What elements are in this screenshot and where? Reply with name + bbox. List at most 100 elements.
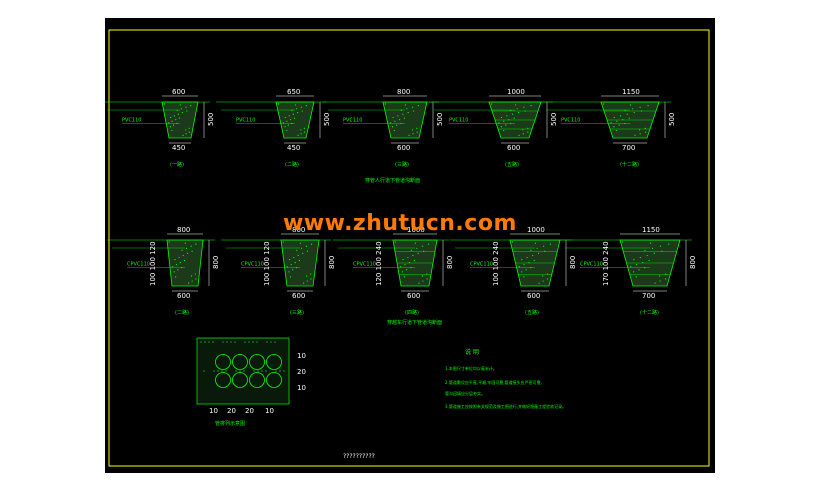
pipe-label: CPVC110 [241,262,264,268]
detail-fill-dot [203,370,205,372]
fill-dot [530,105,532,107]
dim-height: 500 [207,113,215,126]
fill-dot [526,256,528,259]
fill-dot [498,122,500,124]
fill-dot [500,126,503,128]
fill-dot [514,104,517,106]
detail-fill-dot [225,370,227,372]
pipe-circle [249,354,265,370]
fill-dot [613,116,615,119]
notes-heading: 说 明 [465,348,479,356]
fill-dot [286,120,288,122]
fill-dot [300,106,302,108]
fill-dot [610,122,612,124]
fill-dot [384,103,387,105]
fill-dot [297,112,299,114]
fill-dot [188,127,190,129]
detail-fill-dot [265,370,267,372]
fill-dot [659,280,661,282]
fill-dot [414,242,416,244]
fill-dot [522,129,524,131]
fill-dot [644,127,646,129]
dim-bottom-width: 450 [287,144,300,152]
fill-dot [619,115,622,117]
fill-dot [665,278,667,280]
trench-outline [382,101,428,139]
pipe-layout-detail: 10 20 10 10 20 20 10 管排列示意图 [196,337,306,427]
pipe-label: CPVC110 [127,262,150,268]
detail-fill-dot [266,341,268,343]
dim-top-width: 1000 [507,88,525,96]
fill-dot [394,120,396,122]
fill-dot [163,103,165,105]
detail-caption: 管排列示意图 [215,420,245,427]
fill-dot [516,108,518,110]
fill-dot [648,259,650,262]
fill-dot [635,276,637,278]
fill-dot [177,113,179,115]
dim-height: 500 [550,113,558,126]
fill-dot [175,276,177,278]
detail-fill-dot [221,370,223,372]
dim-height: 500 [668,113,676,126]
detail-fill-dot [243,370,245,372]
dim-top-width: 1000 [407,226,425,234]
fill-dot [427,243,430,245]
fill-dot [633,259,635,261]
fill-dot [549,243,552,245]
fill-dot [284,116,286,119]
fill-dot [418,282,420,284]
fill-dot [188,131,190,133]
fill-dot [191,280,193,282]
fill-dot [277,103,280,105]
pipe-circle [232,372,248,388]
fill-dot [181,112,184,114]
cad-drawing: 600450500PVC110(一路)650450500PVC110(二路)80… [105,29,710,467]
fill-dot [542,275,544,277]
pipe-label: PVC110 [343,118,362,124]
fill-dot [282,122,284,124]
fill-dot [633,112,635,114]
fill-dot [294,104,296,106]
fill-dot [168,122,170,124]
fill-dot [411,106,414,108]
fill-dot [505,124,507,126]
fill-dot [289,259,291,261]
detail-fill-dot [252,341,254,343]
fill-dot [300,133,302,135]
fill-dot [184,242,186,244]
fill-dot [185,247,188,249]
detail-fill-dot [253,370,255,372]
fill-dot [618,124,620,126]
fill-dot [615,129,617,132]
fill-dot [404,264,406,266]
section-tag: (五路) [525,309,539,316]
dim-bottom-width: 600 [397,144,410,152]
fill-dot [288,115,290,117]
fill-dot [168,241,170,243]
fill-dot [289,276,292,278]
detail-fill-dot [244,341,246,343]
fill-dot [506,115,508,117]
drawing-frame [108,29,710,467]
fill-dot [664,273,667,275]
fill-dot [635,264,638,266]
fill-dot [530,249,532,251]
detail-dim-right-2: 20 [297,368,306,376]
fill-dot [394,241,396,243]
fill-dot [408,134,410,136]
dim-height: 800 [446,256,454,269]
fill-dot [172,266,174,268]
fill-dot [309,273,312,275]
fill-dot [181,249,183,251]
section-tag: (十二路) [620,161,639,168]
fill-dot [546,273,549,275]
dim-stack: 170 100 240 [602,241,610,286]
fill-dot [543,245,545,247]
fill-dot [416,127,418,129]
fill-dot [616,120,618,122]
detail-fill-dot [212,341,214,343]
